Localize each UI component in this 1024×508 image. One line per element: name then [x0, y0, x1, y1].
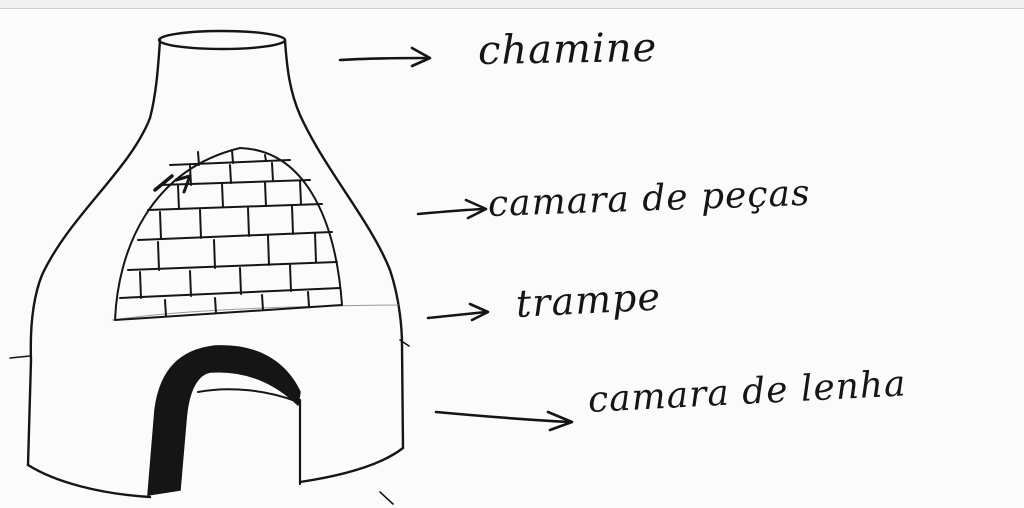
arrow-trap	[428, 304, 488, 320]
kiln-base-left	[28, 465, 150, 497]
arrow-firewood	[436, 412, 572, 430]
arrow-pieces	[418, 200, 486, 218]
arch-opening-fill	[148, 346, 300, 495]
kiln-base-right	[300, 448, 403, 482]
chimney-opening	[159, 31, 285, 49]
label-chimney: chamine	[478, 25, 658, 74]
label-trap: trampe	[515, 274, 662, 326]
dome-floor	[115, 305, 342, 320]
brick-dome	[115, 148, 342, 320]
arrow-chimney	[340, 48, 430, 66]
kiln-right-contour	[285, 40, 403, 448]
firewood-arch	[148, 346, 300, 495]
kiln-left-contour	[28, 40, 160, 465]
